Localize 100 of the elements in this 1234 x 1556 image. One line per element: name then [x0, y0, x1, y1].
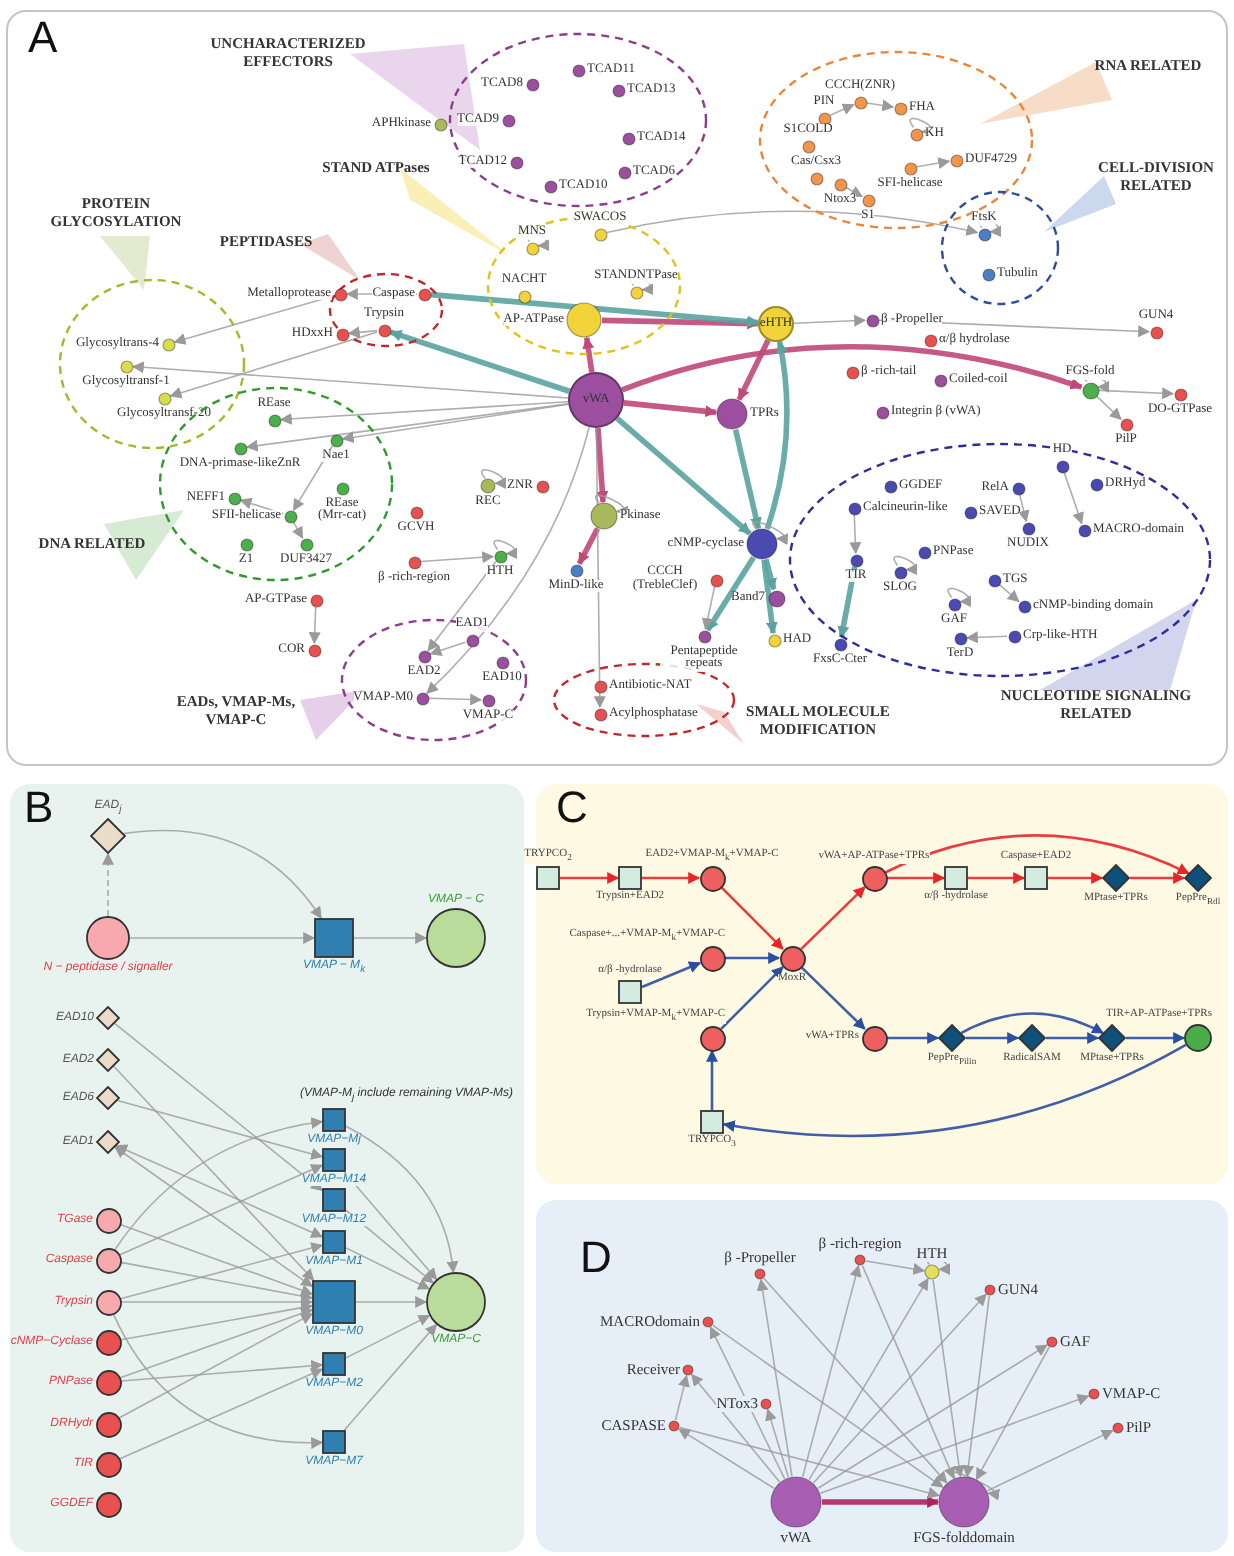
arrow	[120, 1301, 314, 1341]
arrow	[347, 326, 378, 339]
arrow	[829, 103, 855, 116]
arrow	[849, 514, 862, 555]
arrow	[114, 1146, 313, 1288]
arrow	[947, 587, 972, 607]
arrow	[861, 1264, 955, 1480]
arrow	[950, 1471, 1000, 1500]
arrow	[129, 932, 316, 944]
arrow	[623, 400, 718, 418]
arrow	[345, 1314, 431, 1359]
arrow	[845, 185, 863, 198]
arrow	[113, 1065, 315, 1281]
panel-letter: D	[580, 1236, 612, 1280]
arrow	[430, 291, 760, 328]
arrow	[736, 338, 771, 401]
arrow	[114, 1117, 324, 1250]
arrow	[679, 1426, 940, 1499]
arrow	[966, 1032, 1020, 1044]
arrow	[345, 1209, 434, 1284]
arrow	[427, 560, 497, 652]
arrow	[887, 872, 946, 884]
arrow	[1098, 387, 1175, 400]
arrow	[116, 1099, 324, 1160]
arrow	[765, 1408, 790, 1478]
arrow	[131, 361, 569, 399]
arrow	[122, 829, 322, 919]
arrow	[480, 469, 507, 489]
panel-letter: B	[24, 786, 54, 830]
arrow	[763, 1277, 948, 1484]
arrow	[893, 555, 918, 575]
arrow	[720, 886, 784, 950]
arrow	[812, 1293, 987, 1484]
arrow	[763, 558, 777, 591]
arrow	[621, 344, 1083, 393]
arrow	[800, 966, 866, 1030]
arrow	[593, 427, 606, 709]
arrow	[1017, 494, 1030, 523]
arrow	[343, 1171, 438, 1281]
arrow	[932, 1279, 965, 1478]
arrow	[341, 403, 570, 444]
arrow	[119, 1223, 314, 1296]
arrow	[615, 416, 752, 536]
arrow	[887, 1032, 940, 1044]
arrow	[345, 1247, 431, 1290]
arrow	[1063, 471, 1084, 525]
arrow	[576, 527, 601, 566]
arrow	[975, 1346, 1050, 1481]
arrow	[355, 1296, 428, 1308]
arrow	[1095, 395, 1122, 420]
arrow	[239, 497, 285, 515]
arrow	[113, 1022, 323, 1192]
arrow	[173, 295, 335, 345]
arrow	[960, 1012, 1105, 1035]
arrow	[764, 340, 790, 530]
arrow	[119, 1242, 324, 1300]
arrow	[345, 288, 418, 300]
arrow	[420, 551, 495, 564]
arrow	[582, 336, 595, 373]
panel-letter: A	[28, 16, 58, 60]
arrow	[560, 872, 620, 884]
arrow	[118, 1313, 314, 1419]
arrow	[725, 952, 781, 964]
arrow	[343, 1323, 438, 1431]
arrow	[429, 641, 467, 657]
arrow	[691, 1373, 781, 1483]
arrow	[706, 1049, 718, 1110]
panel-letter: C	[556, 786, 588, 830]
arrow	[909, 117, 934, 137]
arrow	[112, 1313, 324, 1449]
arrow	[701, 586, 716, 631]
arrow	[245, 402, 570, 452]
arrow	[1048, 872, 1104, 884]
arrow	[720, 966, 784, 1030]
arrow	[601, 317, 760, 330]
arrow	[115, 1144, 324, 1238]
arrow	[819, 1394, 1090, 1494]
arrow	[865, 1260, 926, 1275]
arrow	[119, 1307, 314, 1379]
arrow	[1046, 1032, 1100, 1044]
arrow	[1126, 1032, 1186, 1044]
arrow	[292, 445, 334, 512]
arrow	[866, 99, 895, 112]
arrow	[428, 693, 483, 706]
arrow	[756, 1278, 793, 1478]
arrow	[885, 834, 1190, 875]
arrow	[817, 1344, 1048, 1489]
arrow	[705, 556, 756, 632]
arrow	[606, 210, 979, 237]
arrow	[595, 427, 609, 504]
arrow	[968, 872, 1026, 884]
arrow	[389, 329, 571, 394]
arrow	[722, 1043, 1187, 1138]
arrow	[120, 1261, 314, 1302]
arrow	[279, 400, 569, 425]
arrow	[120, 1359, 324, 1382]
arrow	[808, 1277, 929, 1481]
arrow	[119, 1164, 324, 1256]
arrow	[353, 932, 428, 944]
arrow	[962, 1295, 991, 1478]
